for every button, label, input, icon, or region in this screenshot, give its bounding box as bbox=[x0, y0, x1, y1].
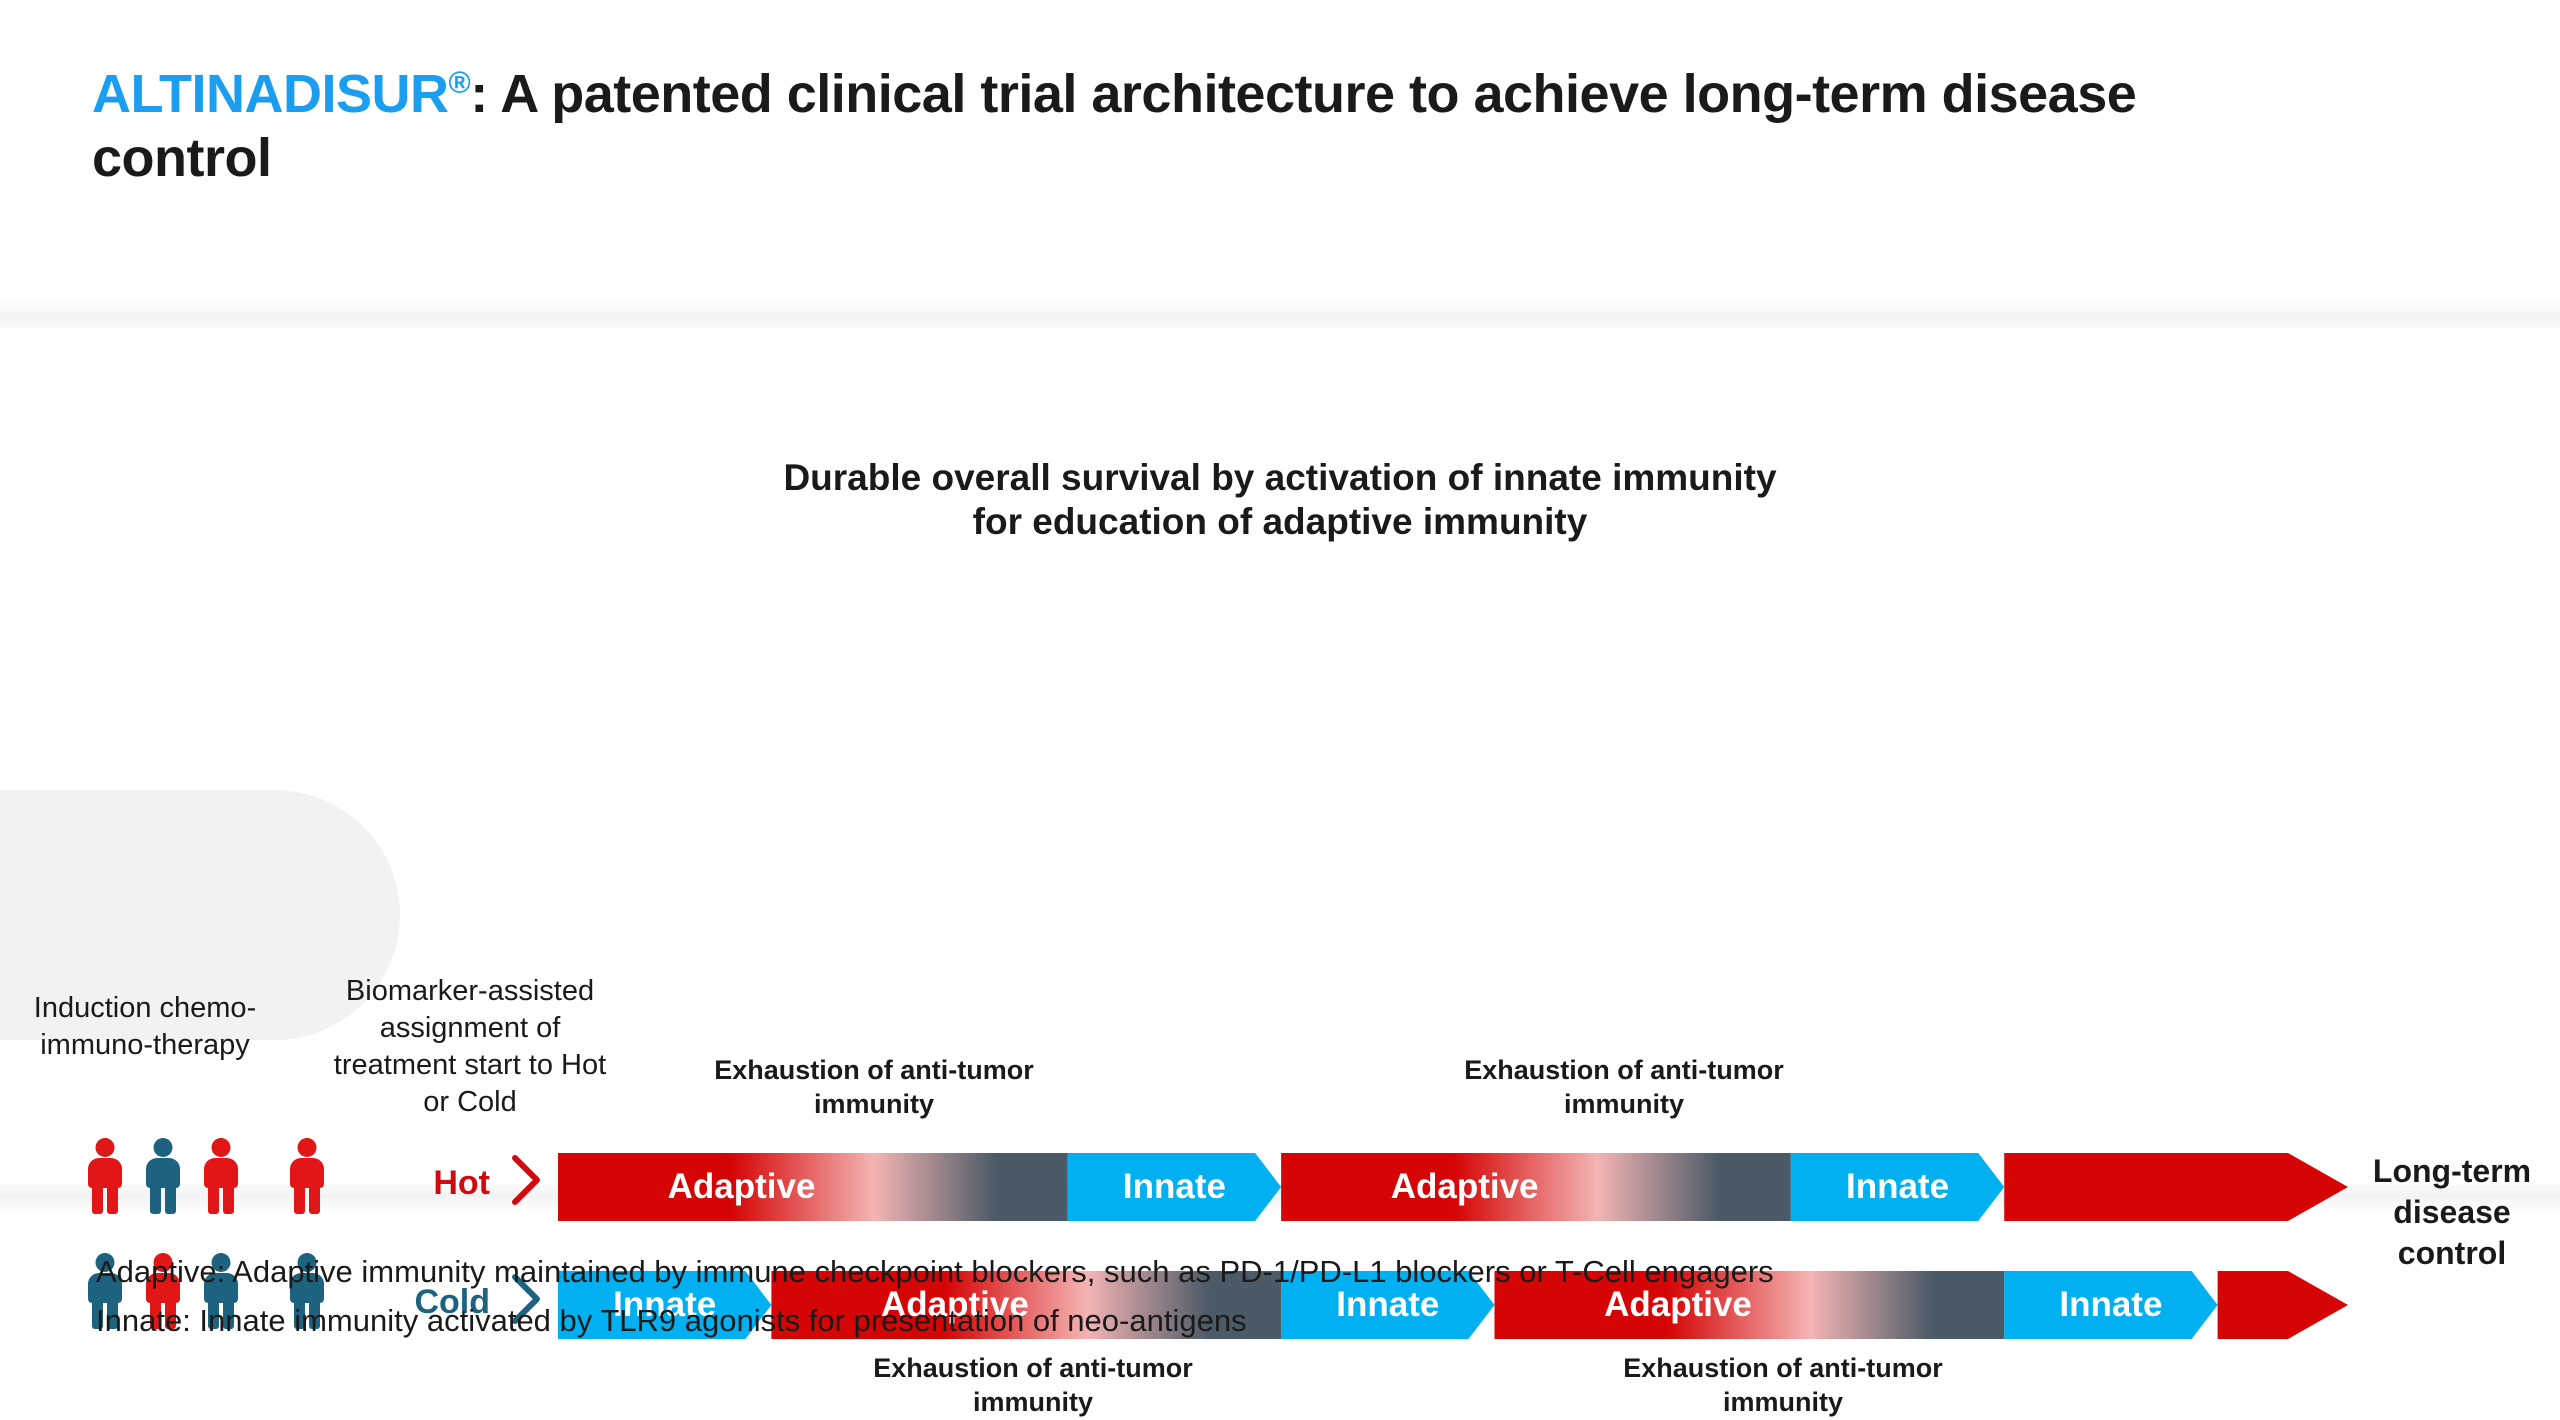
person-icon-blue bbox=[204, 1253, 238, 1329]
subtitle-line-2: for education of adaptive immunity bbox=[972, 500, 1588, 542]
caption-induction-therapy: Induction chemo-immuno-therapy bbox=[33, 992, 257, 1062]
chevron-right-icon-cold bbox=[510, 1273, 544, 1325]
band-separator-top bbox=[0, 300, 2560, 328]
track-label-cold: Cold bbox=[414, 1283, 490, 1321]
segment-innate bbox=[1281, 1271, 1495, 1339]
segment-innate bbox=[2004, 1271, 2218, 1339]
segment-arrow-tip bbox=[2004, 1153, 2348, 1221]
segment-arrow-tip bbox=[2217, 1271, 2348, 1339]
person-icon-blue bbox=[146, 1138, 180, 1214]
segment-adaptive bbox=[771, 1271, 1282, 1339]
annotation-exhaustion-hot-2: Exhaustion of anti-tumor immunity bbox=[1464, 1055, 1784, 1119]
caption-biomarker-assignment: Biomarker-assisted assignment of treatme… bbox=[333, 975, 607, 1119]
annotation-exhaustion-cold-1: Exhaustion of anti-tumor immunity bbox=[873, 1353, 1193, 1417]
person-icon-blue bbox=[290, 1253, 324, 1329]
person-icon-red bbox=[204, 1138, 238, 1214]
brand-name: ALTINADISUR® bbox=[92, 64, 471, 124]
segment-adaptive bbox=[558, 1153, 1068, 1221]
person-icon-red bbox=[290, 1138, 324, 1214]
footnote-adaptive: Adaptive: Adaptive immunity maintained b… bbox=[96, 1254, 1774, 1289]
footnote-innate: Innate: Innate immunity activated by TLR… bbox=[96, 1302, 1247, 1338]
person-icon-blue bbox=[88, 1253, 122, 1329]
segment-innate bbox=[1067, 1153, 1282, 1221]
brand-text: ALTINADISUR bbox=[92, 64, 449, 124]
title-rest: : A patented clinical trial architecture… bbox=[92, 64, 2137, 189]
segment-adaptive bbox=[1494, 1271, 2005, 1339]
track-label-hot: Hot bbox=[433, 1164, 490, 1202]
cohort-capsule-background bbox=[0, 790, 400, 1040]
segment-innate bbox=[558, 1271, 772, 1339]
annotation-exhaustion-cold-2: Exhaustion of anti-tumor immunity bbox=[1623, 1353, 1943, 1417]
person-icon-red bbox=[146, 1253, 180, 1329]
diagram-subtitle: Durable overall survival by activation o… bbox=[0, 456, 2560, 543]
registered-mark-icon: ® bbox=[448, 67, 471, 100]
person-icon-red bbox=[88, 1138, 122, 1214]
annotation-exhaustion-hot-1: Exhaustion of anti-tumor immunity bbox=[714, 1055, 1034, 1119]
chevron-right-icon-hot bbox=[510, 1154, 544, 1206]
footnotes: Adaptive: Adaptive immunity maintained b… bbox=[96, 1248, 2436, 1346]
segment-adaptive bbox=[1281, 1153, 1791, 1221]
segment-innate bbox=[1790, 1153, 2005, 1221]
page-title: ALTINADISUR®: A patented clinical trial … bbox=[92, 62, 2292, 191]
diagram-panel: Durable overall survival by activation o… bbox=[0, 328, 2560, 1417]
outcome-label: Long-term disease control bbox=[2372, 1153, 2532, 1271]
subtitle-line-1: Durable overall survival by activation o… bbox=[783, 457, 1777, 498]
